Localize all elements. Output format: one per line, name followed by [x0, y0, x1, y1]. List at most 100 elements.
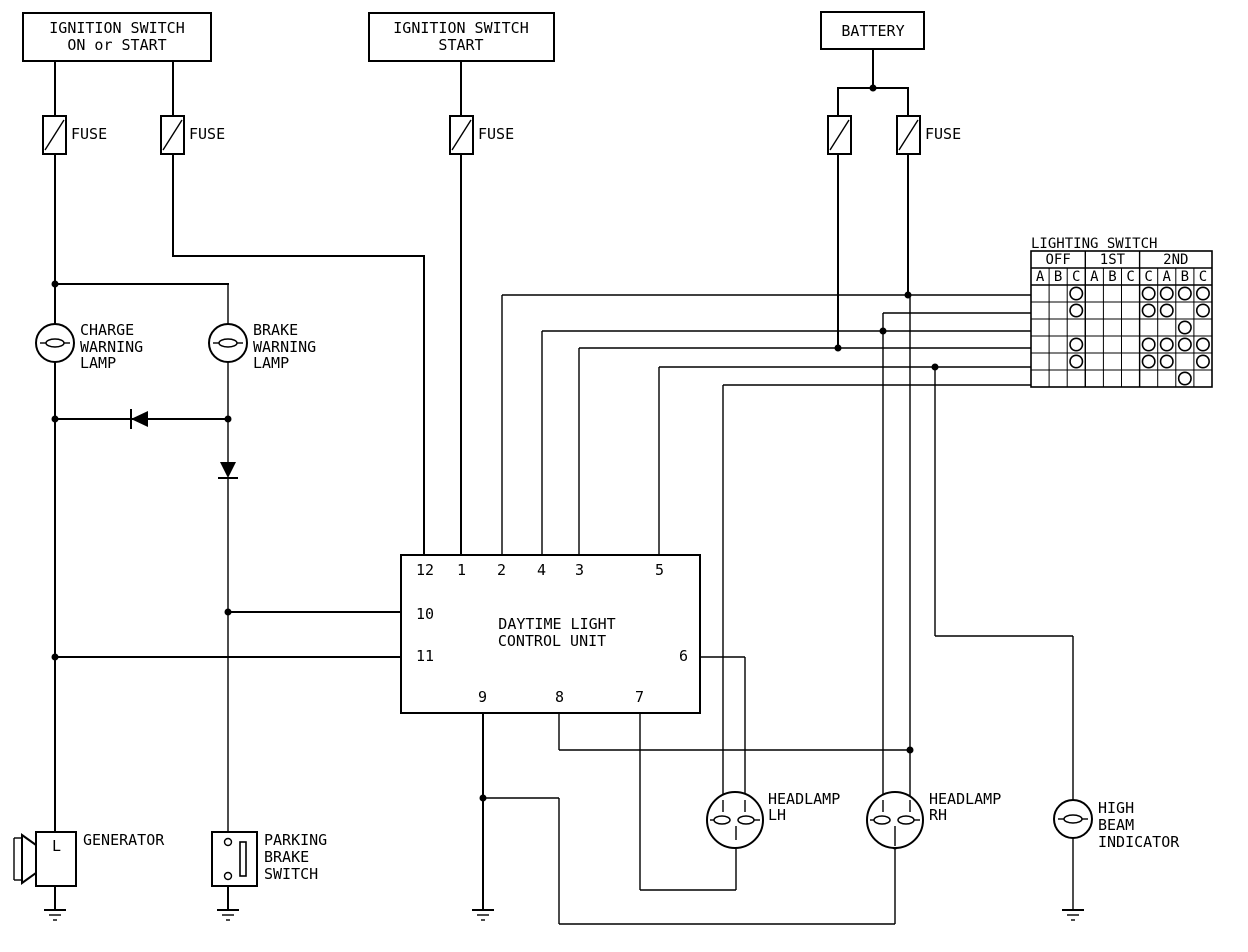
- daytime-light-control-unit: DAYTIME LIGHT CONTROL UNIT 12 1 2 4 3 5 …: [400, 554, 701, 714]
- ground-symbols: [44, 909, 1084, 921]
- brake-label-1: BRAKE: [253, 321, 298, 339]
- fuse-5-label: FUSE: [925, 125, 961, 143]
- switch-column-label: A: [1163, 269, 1172, 285]
- switch-contact-circle: [1141, 354, 1156, 369]
- brake-label-3: LAMP: [253, 354, 289, 372]
- wires: [54, 48, 1074, 925]
- pin-1: 1: [457, 561, 466, 579]
- switch-position-2: 2ND: [1163, 252, 1188, 268]
- charge-label-1: CHARGE: [80, 321, 134, 339]
- ign-start-label-2: START: [438, 36, 483, 54]
- pin-2: 2: [497, 561, 506, 579]
- ground-icon: [472, 909, 494, 921]
- generator-terminal: L: [52, 837, 61, 855]
- headlamp-rh: HEADLAMP RH: [866, 790, 1001, 849]
- switch-contact-circle: [1141, 337, 1156, 352]
- high-beam-indicator: HIGH BEAM INDICATOR: [1053, 799, 1180, 851]
- switch-contact-circle: [1177, 337, 1192, 352]
- parking-label-1: PARKING: [264, 831, 327, 849]
- pin-4: 4: [537, 561, 546, 579]
- switch-contact-circle: [1141, 303, 1156, 318]
- pin-5: 5: [655, 561, 664, 579]
- parking-brake-switch: PARKING BRAKE SWITCH: [211, 831, 327, 887]
- lighting-switch-title: LIGHTING SWITCH: [1031, 236, 1157, 252]
- ignition-switch-start-box: IGNITION SWITCH START: [368, 12, 555, 62]
- pin-12: 12: [416, 561, 434, 579]
- fuse-1: FUSE: [42, 115, 107, 155]
- headlamp-lh: HEADLAMP LH: [706, 790, 840, 849]
- switch-column-label: B: [1181, 269, 1189, 285]
- switch-contact-circle: [1069, 303, 1084, 318]
- pin-7: 7: [635, 688, 644, 706]
- fuse-1-label: FUSE: [71, 125, 107, 143]
- headlamp-lh-label-2: LH: [768, 806, 786, 824]
- switch-contact-circle: [1069, 337, 1084, 352]
- headlamp-rh-label-2: RH: [929, 806, 947, 824]
- charge-label-2: WARNING: [80, 338, 143, 356]
- ign-start-label-1: IGNITION SWITCH: [393, 19, 528, 37]
- pin-8: 8: [555, 688, 564, 706]
- pin-10: 10: [416, 605, 434, 623]
- switch-contact-circle: [1177, 320, 1192, 335]
- charge-warning-lamp: CHARGE WARNING LAMP: [35, 321, 143, 372]
- switch-column-label: C: [1199, 269, 1207, 285]
- switch-contact-circle: [1195, 286, 1210, 301]
- switch-contact-circle: [1195, 303, 1210, 318]
- switch-contact-circle: [1177, 371, 1192, 386]
- ground-icon: [1062, 909, 1084, 921]
- fuse-2: FUSE: [160, 115, 225, 155]
- junctions: [51, 84, 939, 850]
- pin-11: 11: [416, 647, 434, 665]
- switch-contact-circle: [1159, 286, 1174, 301]
- battery-label: BATTERY: [841, 22, 904, 40]
- battery-box: BATTERY: [820, 11, 925, 50]
- diode-horizontal: [130, 409, 148, 429]
- control-unit-label-1: DAYTIME LIGHT: [498, 615, 615, 633]
- switch-contact-circle: [1159, 303, 1174, 318]
- high-beam-label-3: INDICATOR: [1098, 833, 1180, 851]
- ignition-switch-on-start-box: IGNITION SWITCH ON or START: [22, 12, 212, 62]
- fuse-4: [827, 115, 852, 155]
- pin-3: 3: [575, 561, 584, 579]
- switch-position-0: OFF: [1046, 252, 1071, 268]
- brake-warning-lamp: BRAKE WARNING LAMP: [208, 321, 316, 372]
- fuse-3: FUSE: [449, 115, 514, 155]
- switch-contact-circle: [1159, 337, 1174, 352]
- control-unit-label-2: CONTROL UNIT: [498, 632, 606, 650]
- generator-label: GENERATOR: [83, 831, 165, 849]
- switch-contact-circle: [1069, 286, 1084, 301]
- ign-on-start-label-1: IGNITION SWITCH: [49, 19, 184, 37]
- pin-9: 9: [478, 688, 487, 706]
- pin-6: 6: [679, 647, 688, 665]
- switch-column-label: A: [1036, 269, 1045, 285]
- generator: L GENERATOR: [13, 831, 165, 887]
- switch-column-label: C: [1144, 269, 1152, 285]
- parking-label-2: BRAKE: [264, 848, 309, 866]
- brake-label-2: WARNING: [253, 338, 316, 356]
- fuse-5: FUSE: [896, 115, 961, 155]
- headlamp-lh-label-1: HEADLAMP: [768, 790, 840, 808]
- ign-on-start-label-2: ON or START: [67, 36, 166, 54]
- switch-contact-circle: [1195, 337, 1210, 352]
- fuse-2-label: FUSE: [189, 125, 225, 143]
- fuse-3-label: FUSE: [478, 125, 514, 143]
- headlamp-rh-label-1: HEADLAMP: [929, 790, 1001, 808]
- high-beam-label-1: HIGH: [1098, 799, 1134, 817]
- switch-contact-circle: [1069, 354, 1084, 369]
- ground-icon: [217, 909, 239, 921]
- parking-label-3: SWITCH: [264, 865, 318, 883]
- switch-position-1: 1ST: [1100, 252, 1126, 268]
- switch-column-label: C: [1126, 269, 1134, 285]
- high-beam-label-2: BEAM: [1098, 816, 1134, 834]
- switch-contact-circle: [1177, 286, 1192, 301]
- switch-column-label: B: [1054, 269, 1062, 285]
- switch-column-label: A: [1090, 269, 1099, 285]
- diode-vertical: [218, 462, 238, 479]
- ground-icon: [44, 909, 66, 921]
- switch-contact-circle: [1195, 354, 1210, 369]
- switch-column-label: B: [1108, 269, 1116, 285]
- switch-column-label: C: [1072, 269, 1080, 285]
